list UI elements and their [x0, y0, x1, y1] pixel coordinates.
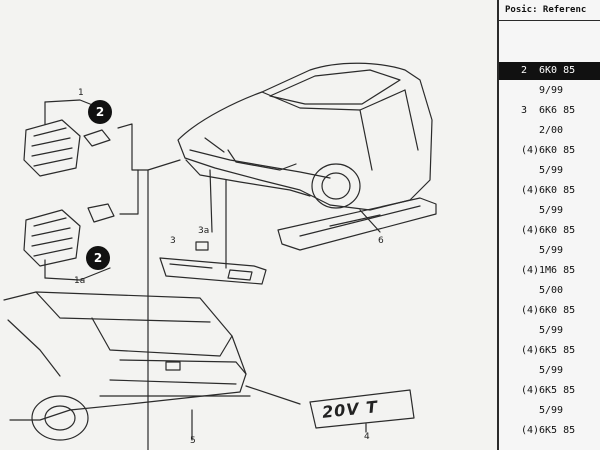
- reference-row[interactable]: (4)6K5 85 5/99: [499, 382, 600, 422]
- row-date: 5/00: [539, 285, 564, 296]
- row-pos: (4): [521, 225, 540, 236]
- row-pos: 2: [521, 65, 528, 76]
- parts-diagram[interactable]: 1 2 2 1a 3a 3 6 4 5 20V T: [0, 0, 497, 450]
- label-5[interactable]: 5: [190, 436, 196, 446]
- rear-plate-drawing: [159, 241, 267, 285]
- row-ref: 6K5 85: [539, 425, 576, 436]
- row-ref: 6K5 85: [539, 345, 576, 356]
- row-ref: 6K5 85: [539, 385, 576, 396]
- reference-row[interactable]: (4)1M6 85 5/00: [499, 262, 600, 302]
- reference-row[interactable]: (4)6K5 85: [499, 422, 600, 450]
- reference-row[interactable]: [499, 22, 600, 62]
- label-3a[interactable]: 3a: [198, 226, 210, 236]
- row-pos: (4): [521, 385, 540, 396]
- reference-row[interactable]: (4)6K0 85 5/99: [499, 222, 600, 262]
- callout-badge-2-top[interactable]: 2: [88, 100, 112, 124]
- row-ref: 6K0 85: [539, 145, 576, 156]
- row-ref: 1M6 85: [539, 265, 576, 276]
- row-date: 5/99: [539, 205, 564, 216]
- row-date: 5/99: [539, 245, 564, 256]
- row-ref: 6K0 85: [539, 185, 576, 196]
- row-date: 5/99: [539, 405, 564, 416]
- emblem-plate-drawing: [245, 385, 415, 433]
- reference-row[interactable]: (4)6K0 85 5/99: [499, 182, 600, 222]
- row-date: 5/99: [539, 365, 564, 376]
- reference-row[interactable]: (4)6K0 85 5/99: [499, 302, 600, 342]
- callout-badge-2-bottom[interactable]: 2: [86, 246, 110, 270]
- rear-car-drawing: [3, 291, 251, 441]
- row-pos: (4): [521, 345, 540, 356]
- row-date: 9/99: [539, 85, 564, 96]
- grille-1a-drawing: [23, 203, 115, 281]
- reference-row[interactable]: 3 6K6 85 2/00: [499, 102, 600, 142]
- row-ref: 6K0 85: [539, 305, 576, 316]
- label-1a[interactable]: 1a: [74, 276, 86, 286]
- exploded-view-drawing: [3, 62, 437, 450]
- row-ref: 6K6 85: [539, 105, 576, 116]
- row-pos: (4): [521, 145, 540, 156]
- label-6[interactable]: 6: [378, 236, 384, 246]
- panel-header: Posic: Referenc: [499, 0, 600, 21]
- row-date: 2/00: [539, 125, 564, 136]
- row-pos: (4): [521, 425, 540, 436]
- row-date: 5/99: [539, 165, 564, 176]
- row-highlight: [499, 62, 600, 80]
- row-ref: 6K0 85: [539, 225, 576, 236]
- reference-row[interactable]: (4)6K5 85 5/99: [499, 342, 600, 382]
- reference-row[interactable]: 2 6K0 85 9/99: [499, 62, 600, 102]
- row-pos: (4): [521, 265, 540, 276]
- label-1[interactable]: 1: [78, 88, 84, 98]
- reference-row[interactable]: (4)6K0 85 5/99: [499, 142, 600, 182]
- row-pos: 3: [521, 105, 528, 116]
- row-ref: 6K0 85: [539, 65, 576, 76]
- parts-reference-panel: Posic: Referenc 2 6K0 85 9/99 3 6K6 85 2/00 (4…: [497, 0, 600, 450]
- label-3[interactable]: 3: [170, 236, 176, 246]
- row-pos: (4): [521, 185, 540, 196]
- label-4[interactable]: 4: [364, 432, 370, 442]
- side-strip-drawing: [277, 197, 437, 251]
- front-car-drawing: [177, 62, 433, 211]
- row-pos: (4): [521, 305, 540, 316]
- row-date: 5/99: [539, 325, 564, 336]
